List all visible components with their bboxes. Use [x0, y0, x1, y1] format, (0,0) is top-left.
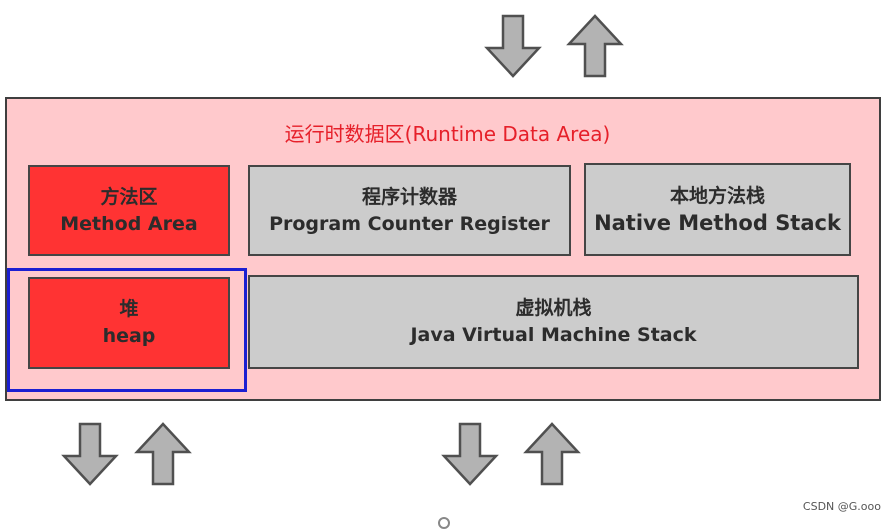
- arrow-up-icon: [134, 422, 192, 486]
- pc-register-en: Program Counter Register: [269, 212, 550, 235]
- heap-en: heap: [102, 325, 156, 347]
- pc-register-box: 程序计数器 Program Counter Register: [248, 165, 571, 256]
- native-stack-en: Native Method Stack: [594, 210, 841, 235]
- heap-zh: 堆: [119, 298, 139, 320]
- partial-circle-icon: [438, 517, 450, 529]
- native-stack-zh: 本地方法栈: [669, 184, 765, 207]
- jvm-stack-en: Java Virtual Machine Stack: [410, 324, 697, 346]
- arrow-down-icon: [441, 422, 499, 486]
- method-area-box: 方法区 Method Area: [28, 165, 230, 256]
- heap-box: 堆 heap: [28, 277, 230, 369]
- method-area-zh: 方法区: [100, 185, 158, 208]
- runtime-data-area-title: 运行时数据区(Runtime Data Area): [284, 122, 611, 146]
- arrow-up-icon: [523, 422, 581, 486]
- arrow-down-icon: [484, 14, 542, 78]
- native-stack-box: 本地方法栈 Native Method Stack: [584, 163, 851, 256]
- watermark: CSDN @G.ooo: [802, 500, 881, 513]
- pc-register-zh: 程序计数器: [361, 185, 457, 208]
- arrow-up-icon: [566, 14, 624, 78]
- method-area-en: Method Area: [60, 212, 198, 235]
- arrow-down-icon: [61, 422, 119, 486]
- jvm-stack-zh: 虚拟机栈: [515, 297, 592, 319]
- heap-highlight-frame: [7, 268, 247, 392]
- jvm-stack-box: 虚拟机栈 Java Virtual Machine Stack: [248, 275, 859, 369]
